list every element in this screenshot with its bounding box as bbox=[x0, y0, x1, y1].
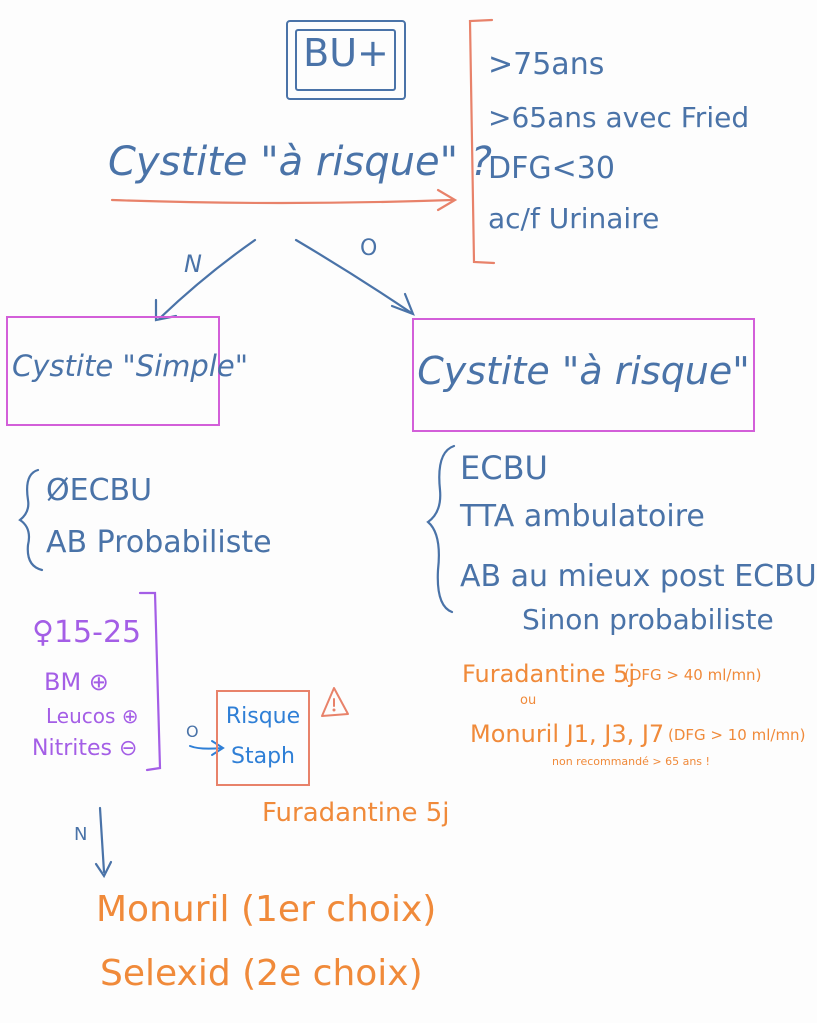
risk-action-4: Sinon probabiliste bbox=[522, 603, 774, 636]
simple-treatment-1: Monuril (1er choix) bbox=[96, 889, 437, 930]
bracket-risk-criteria bbox=[468, 18, 496, 265]
risk-criterion-1: >75ans bbox=[488, 47, 605, 82]
simple-criterion-4: Nitrites ⊖ bbox=[32, 736, 138, 761]
risk-treatment-1: Furadantine 5j bbox=[462, 660, 636, 688]
edge-label-yes: O bbox=[360, 236, 378, 261]
simple-action-2: AB Probabiliste bbox=[46, 525, 272, 560]
arrow-no-branch bbox=[158, 238, 257, 320]
risk-criterion-2: >65ans avec Fried bbox=[488, 101, 750, 134]
arrow-head-yes-branch bbox=[390, 292, 415, 316]
arrow-to-risk-criteria bbox=[110, 198, 454, 205]
root-label: BU+ bbox=[303, 31, 389, 75]
brace-risk-actions bbox=[426, 444, 456, 614]
edge-label-down-no: N bbox=[74, 824, 88, 845]
arrow-yes-branch bbox=[294, 238, 412, 314]
brace-simple-actions bbox=[18, 468, 44, 572]
arrow-down-no bbox=[98, 806, 106, 874]
simple-treatment-2: Selexid (2e choix) bbox=[100, 953, 423, 994]
warning-triangle-icon bbox=[321, 687, 349, 717]
root-box bbox=[286, 20, 406, 100]
arrow-to-risk-box bbox=[189, 745, 223, 750]
risk-action-1: ECBU bbox=[460, 449, 548, 487]
simple-cystitis-box bbox=[6, 316, 220, 426]
simple-criterion-2: BM ⊕ bbox=[44, 668, 109, 696]
staph-risk-line-1: Risque bbox=[225, 704, 301, 729]
risk-treatment-2-note: (DFG > 10 ml/mn) bbox=[668, 726, 806, 744]
bracket-simple-criteria bbox=[138, 591, 162, 772]
risk-treatment-1-note: (DFG > 40 ml/mn) bbox=[624, 666, 762, 684]
arrow-head-risk-box bbox=[211, 740, 225, 756]
risk-cystitis-title: Cystite "à risque" bbox=[417, 349, 750, 393]
risk-treatment-2: Monuril J1, J3, J7 bbox=[470, 720, 665, 748]
arrow-head-risk-criteria bbox=[436, 188, 458, 212]
risk-criterion-3: DFG<30 bbox=[488, 151, 615, 186]
simple-action-1: ØECBU bbox=[46, 473, 153, 508]
edge-label-risk-box: O bbox=[186, 722, 199, 741]
staph-risk-line-2: Staph bbox=[231, 744, 295, 769]
arrow-head-down-no bbox=[94, 860, 113, 879]
risk-action-3: AB au mieux post ECBU bbox=[460, 559, 817, 594]
risk-criterion-4: ac/f Urinaire bbox=[488, 202, 660, 235]
simple-cystitis-title: Cystite "Simple" bbox=[12, 349, 249, 383]
simple-criterion-1: ♀15-25 bbox=[32, 615, 142, 650]
question-label: Cystite "à risque" ? bbox=[108, 139, 492, 185]
risk-action-2: TTA ambulatoire bbox=[460, 499, 705, 534]
diagram-connectors bbox=[18, 18, 496, 879]
risk-or-label: ou bbox=[520, 693, 537, 708]
risk-cystitis-box bbox=[412, 318, 755, 432]
simple-criterion-3: Leucos ⊕ bbox=[46, 704, 139, 728]
risk-footnote: non recommandé > 65 ans ! bbox=[552, 755, 710, 768]
staph-treatment: Furadantine 5j bbox=[262, 798, 450, 828]
staph-risk-box bbox=[216, 690, 310, 786]
edge-label-no: N bbox=[184, 250, 202, 278]
